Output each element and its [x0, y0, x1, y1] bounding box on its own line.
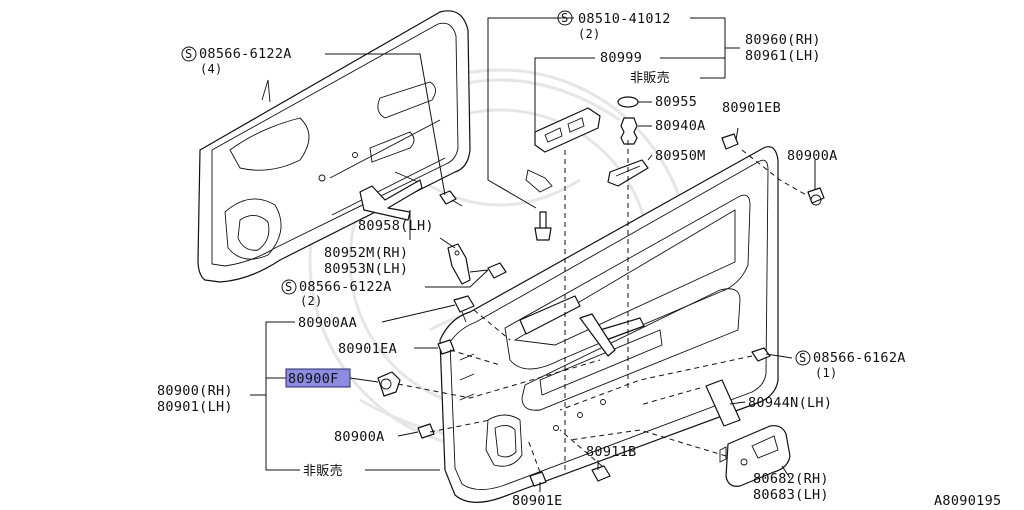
label-80961: 80961(LH) — [745, 48, 821, 64]
clip-80900f — [377, 371, 401, 397]
s-symbol-08510: S — [557, 10, 573, 26]
screw-08566-6162a — [751, 347, 771, 362]
label-08566-6122a-top: 08566-6122A — [199, 46, 292, 62]
svg-text:S: S — [561, 11, 569, 25]
label-80940a: 80940A — [655, 118, 706, 134]
label-80955: 80955 — [655, 94, 697, 110]
screw-08566-6122a-top — [439, 190, 463, 207]
label-80960: 80960(RH) — [745, 32, 821, 48]
pull-handle-80682 — [719, 425, 791, 487]
door-inner-panel — [197, 10, 471, 283]
clip-80940a — [620, 117, 638, 145]
leader-lines — [250, 17, 816, 492]
clip-80901eb — [721, 133, 739, 150]
label-80900aa: 80900AA — [298, 315, 357, 331]
label-80952m: 80952M(RH) — [324, 245, 408, 261]
label-80901: 80901(LH) — [157, 399, 233, 415]
label-08566-6122a-mid: 08566-6122A — [299, 279, 392, 295]
label-08566-6122a-mid-qty: (2) — [300, 294, 323, 308]
highlight-80900f — [285, 368, 351, 388]
label-80900a-right: 80900A — [787, 148, 838, 164]
label-hihanbai-bottom: 非販売 — [303, 463, 343, 479]
label-80950m: 80950M — [655, 148, 706, 164]
clip-80901e — [529, 471, 547, 487]
diagram-code: A8090195 — [934, 493, 1001, 509]
label-80901ea: 80901EA — [338, 341, 397, 357]
label-80682: 80682(RH) — [753, 471, 829, 487]
label-08566-6162a: 08566-6162A — [813, 350, 906, 366]
svg-text:S: S — [285, 280, 293, 294]
label-80901e: 80901E — [512, 493, 563, 509]
trim-strip-80944n — [705, 379, 741, 427]
window-switch-80999 — [525, 107, 601, 241]
label-80944n: 80944N(LH) — [748, 395, 832, 411]
s-symbol-08566-6162a: S — [795, 350, 811, 366]
s-symbol-08566-mid: S — [281, 279, 297, 295]
assembly-dashed-lines — [397, 140, 809, 473]
label-08566-6162a-qty: (1) — [815, 366, 838, 380]
handle-bracket — [359, 171, 423, 221]
svg-text:S: S — [185, 47, 193, 61]
label-08510-41012-qty: (2) — [578, 27, 601, 41]
label-80958: 80958(LH) — [358, 218, 434, 234]
svg-text:S: S — [799, 351, 807, 365]
label-80999: 80999 — [600, 50, 642, 66]
label-80911b: 80911B — [586, 444, 637, 460]
label-80901eb: 80901EB — [722, 100, 781, 116]
screw-80911b — [591, 465, 611, 482]
clip-80955 — [617, 96, 639, 108]
label-80900a-bottom: 80900A — [334, 429, 385, 445]
clip-80900aa — [453, 295, 475, 323]
s-symbol-08566-top: S — [181, 46, 197, 62]
label-80953n: 80953N(LH) — [324, 261, 408, 277]
label-hihanbai-top: 非販売 — [630, 70, 670, 86]
label-08510-41012: 08510-41012 — [578, 11, 671, 27]
bracket-80958 — [447, 243, 507, 285]
label-08566-6122a-top-qty: (4) — [200, 62, 223, 76]
clip-80900a-bottom — [417, 423, 435, 439]
label-80900f: 80900F — [288, 371, 339, 387]
label-80900: 80900(RH) — [157, 383, 233, 399]
label-80683: 80683(LH) — [753, 487, 829, 503]
door-trim-panel — [439, 146, 779, 503]
clip-80900a-right — [807, 187, 825, 206]
